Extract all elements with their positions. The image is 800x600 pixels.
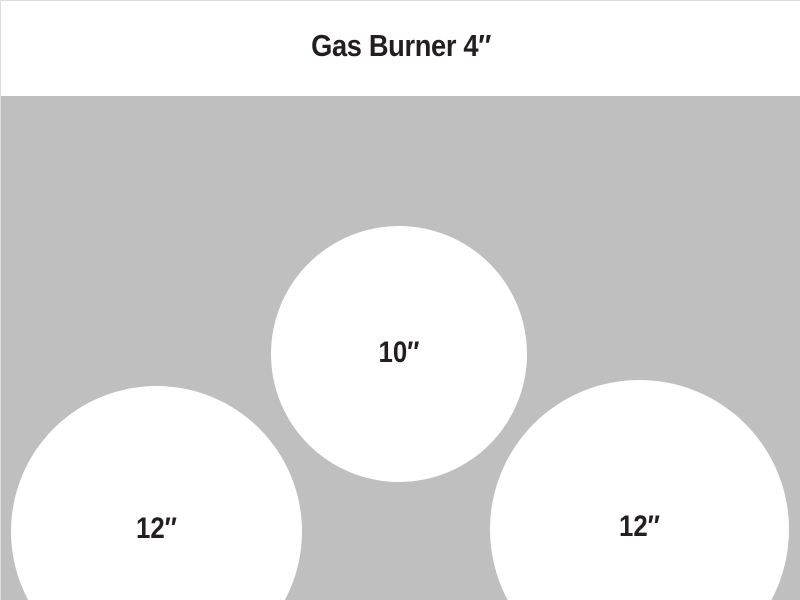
burner-label-right: 12″ bbox=[618, 510, 661, 543]
burner-label-left: 12″ bbox=[135, 512, 178, 545]
page-title: Gas Burner 4″ bbox=[311, 28, 491, 63]
diagram-area: 12″ 10″ 12″ bbox=[1, 96, 800, 600]
header-band: Gas Burner 4″ bbox=[1, 1, 800, 96]
burner-circle-right[interactable]: 12″ bbox=[490, 380, 789, 600]
burner-label-center: 10″ bbox=[378, 336, 420, 369]
burner-circle-left[interactable]: 12″ bbox=[11, 386, 302, 600]
burner-circle-center[interactable]: 10″ bbox=[271, 226, 527, 482]
